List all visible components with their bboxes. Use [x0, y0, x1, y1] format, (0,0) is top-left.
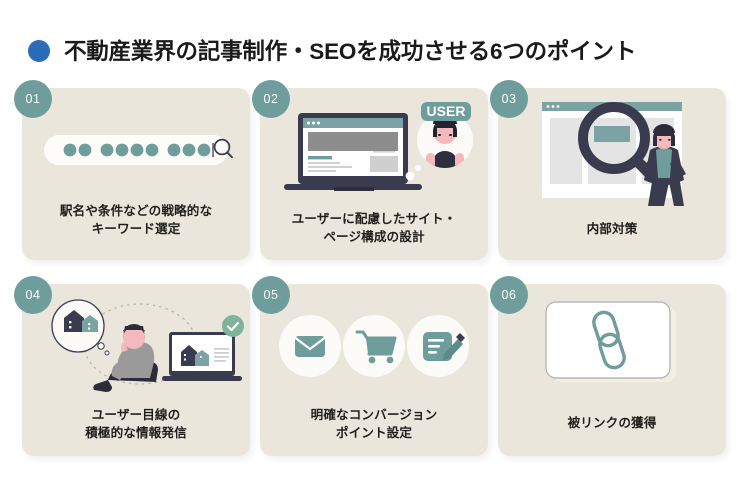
- person-icon: [640, 124, 686, 206]
- card-caption: 被リンクの獲得: [498, 414, 726, 432]
- card-number-badge: 01: [14, 80, 52, 118]
- backlink-graphic: [498, 284, 726, 402]
- card-number-badge: 04: [14, 276, 52, 314]
- point-card-03[interactable]: 03: [490, 80, 726, 260]
- bullet-point-icon: [28, 40, 50, 62]
- card-caption: ユーザー目線の 積極的な情報発信: [22, 406, 250, 443]
- caption-line-1: 被リンクの獲得: [567, 415, 657, 430]
- caption-line-2: ポイント設定: [335, 425, 413, 440]
- page-title: 不動産業界の記事制作・SEOを成功させる6つのポイント: [64, 39, 637, 64]
- user-avatar-icon: [417, 112, 473, 168]
- shopping-cart-icon: [343, 315, 405, 377]
- caption-line-2: ページ構成の設計: [323, 229, 425, 244]
- envelope-icon: [279, 315, 341, 377]
- point-card-04[interactable]: 04: [14, 276, 250, 456]
- card-caption: 明確なコンバージョン ポイント設定: [260, 406, 488, 443]
- page-header: 不動産業界の記事制作・SEOを成功させる6つのポイント: [0, 28, 750, 72]
- svg-text:USER: USER: [427, 103, 466, 119]
- card-caption: ユーザーに配慮したサイト・ ページ構成の設計: [260, 210, 488, 247]
- card-caption: 駅名や条件などの戦略的な キーワード選定: [22, 202, 250, 239]
- points-grid: 01: [14, 80, 728, 456]
- caption-line-2: 積極的な情報発信: [85, 425, 187, 440]
- thought-bubble-icon: [405, 171, 415, 181]
- browser-magnifier-graphic: [498, 88, 726, 206]
- form-pencil-icon: [407, 315, 469, 377]
- card-caption: 内部対策: [498, 220, 726, 238]
- card-number-badge: 02: [252, 80, 290, 118]
- caption-line-2: キーワード選定: [91, 221, 181, 236]
- chain-link-icon: [592, 310, 626, 370]
- search-bar-graphic: [22, 88, 250, 206]
- card-number-badge: 06: [490, 276, 528, 314]
- caption-line-1: 明確なコンバージョン: [310, 407, 438, 422]
- check-badge-icon: [222, 315, 244, 337]
- seated-person-icon: [93, 324, 158, 392]
- laptop-icon: [284, 113, 422, 191]
- point-card-02[interactable]: 02: [252, 80, 488, 260]
- caption-line-1: ユーザー目線の: [91, 407, 181, 422]
- card-number-badge: 05: [252, 276, 290, 314]
- card-number-badge: 03: [490, 80, 528, 118]
- caption-line-1: 駅名や条件などの戦略的な: [59, 203, 213, 218]
- person-house-laptop-graphic: [22, 284, 250, 402]
- user-badge: USER: [421, 102, 471, 121]
- thought-bubble-house-icon: [51, 299, 110, 356]
- point-card-01[interactable]: 01: [14, 80, 250, 260]
- laptop-user-graphic: USER: [260, 88, 488, 206]
- caption-line-1: ユーザーに配慮したサイト・: [291, 211, 457, 226]
- conversion-icons-graphic: [260, 284, 488, 404]
- magnifier-icon: [213, 138, 233, 159]
- point-card-05[interactable]: 05: [252, 276, 488, 456]
- laptop-listing-icon: [162, 332, 242, 381]
- point-card-06[interactable]: 06 被リンクの獲得: [490, 276, 726, 456]
- caption-line-1: 内部対策: [586, 221, 638, 236]
